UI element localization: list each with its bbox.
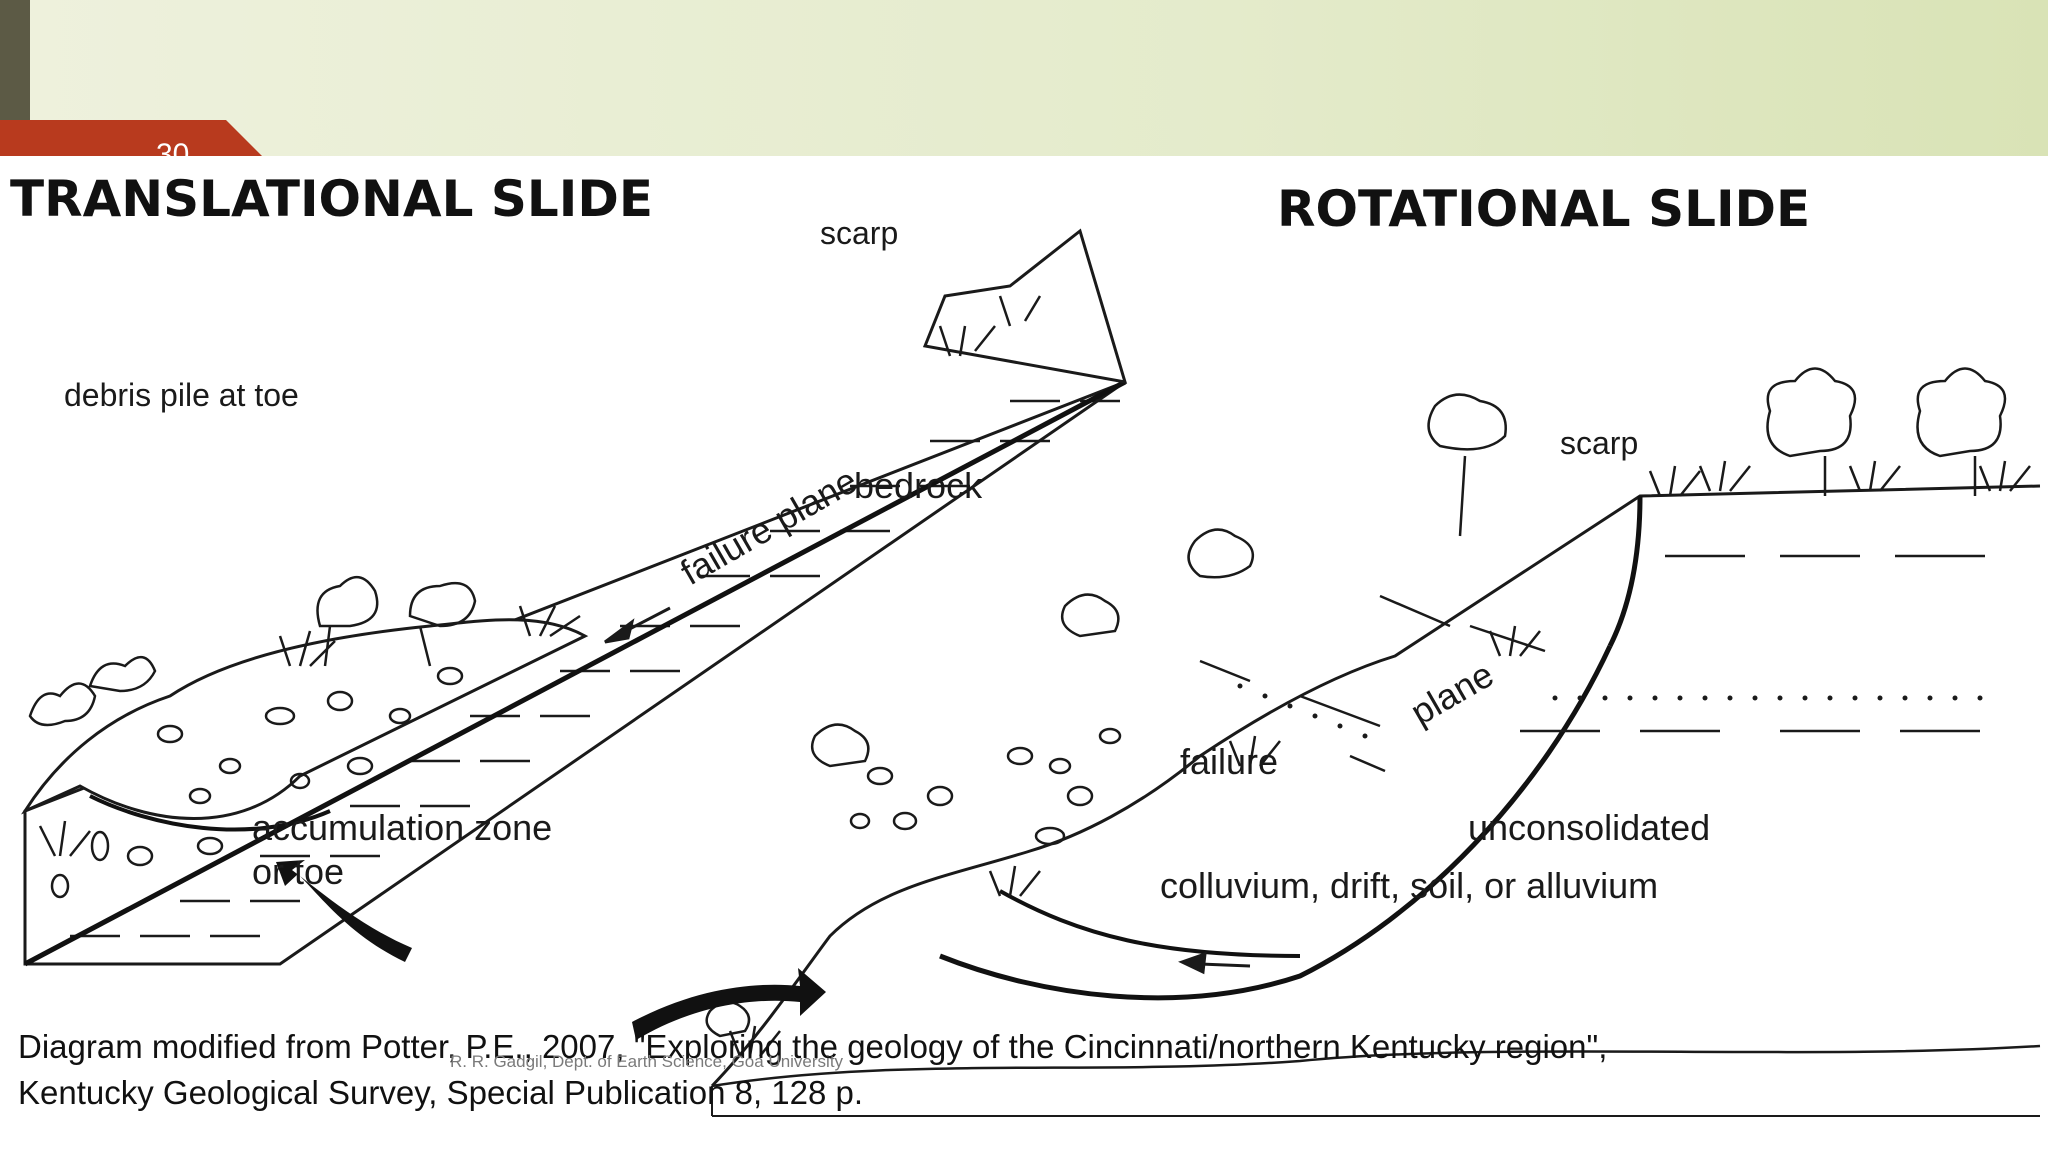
- translational-slide-diagram: [21, 228, 1128, 967]
- rotational-title: ROTATIONAL SLIDE: [1277, 180, 1810, 238]
- slump-block-base: [999, 889, 1301, 958]
- left-accent-bar: [0, 0, 30, 120]
- failure-plane-line: [23, 379, 1127, 967]
- strata-dots: [1237, 683, 1983, 739]
- slide-direction-arrow: [604, 606, 671, 644]
- label-accumulation-2: or toe: [252, 851, 344, 892]
- unconsolidated-strata: [1199, 554, 1985, 773]
- diagram-caption: Diagram modified from Potter, P.E., 2007…: [18, 1024, 1607, 1116]
- rotational-slide-diagram: [632, 367, 2041, 1117]
- label-scarp-rotational: scarp: [1560, 425, 1638, 461]
- rotational-failure-plane: [939, 644, 1613, 1001]
- landslide-diagram: TRANSLATIONAL SLIDE ROTATIONAL SLIDE sca…: [10, 170, 2041, 1117]
- author-watermark: R. R. Gadgil, Dept. of Earth Science, Go…: [450, 1052, 844, 1071]
- accumulation-arrow: [276, 860, 412, 962]
- base-ground-line: [711, 1044, 2041, 1088]
- scarp-block: [922, 228, 1128, 384]
- translational-title: TRANSLATIONAL SLIDE: [10, 170, 653, 228]
- slide-mass-base: [89, 794, 331, 832]
- label-unconsolidated: unconsolidated: [1468, 807, 1710, 848]
- slide-number: 30: [156, 138, 190, 171]
- label-plane: plane: [1404, 653, 1501, 733]
- vegetation-translational: [28, 295, 1042, 857]
- label-colluvium: colluvium, drift, soil, or alluvium: [1160, 865, 1658, 906]
- scarp-face: [1607, 495, 1643, 648]
- rotational-slope: [710, 484, 2041, 1088]
- trees-rotational: [705, 367, 2007, 1038]
- rotational-direction-arrow: [1178, 951, 1251, 975]
- caption-line-1: Diagram modified from Potter, P.E., 2007…: [18, 1028, 1608, 1065]
- debris-clasts: [50, 666, 464, 899]
- toe-arrow: [632, 968, 826, 1040]
- label-failure: failure: [1180, 741, 1278, 782]
- label-bedrock: bedrock: [854, 465, 983, 506]
- label-accumulation-1: accumulation zone: [252, 807, 552, 848]
- slide-number-tab: [0, 120, 262, 156]
- slide-header: [0, 0, 2048, 156]
- grass-rotational: [728, 460, 2031, 1057]
- caption-line-2: Kentucky Geological Survey, Special Publ…: [18, 1074, 864, 1111]
- label-debris-pile: debris pile at toe: [64, 377, 299, 413]
- label-scarp-translational: scarp: [820, 215, 898, 251]
- rotational-debris-clasts: [849, 727, 1122, 846]
